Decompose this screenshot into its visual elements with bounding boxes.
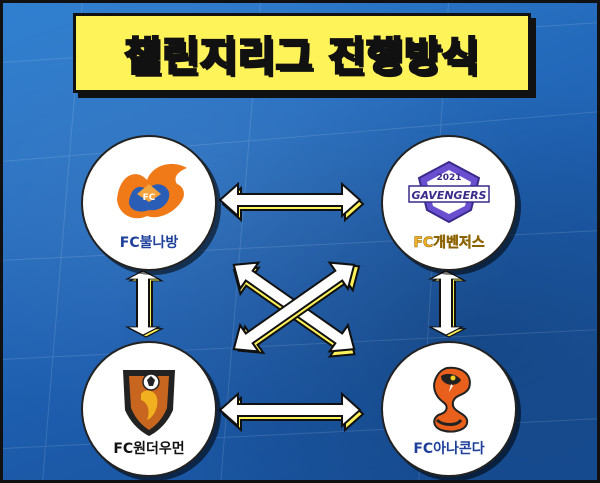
arrow-diagonal-down — [223, 250, 365, 369]
team-label-gaevengers: FC개벤저스 — [413, 235, 485, 252]
team-label-bulnabang: FC불나방 — [119, 235, 179, 251]
team-node-wonderwoman: FC원더우먼 — [81, 341, 217, 477]
shield-soccer-logo-icon — [123, 370, 175, 436]
logo-year: 2021 — [436, 173, 461, 183]
team-node-gaevengers: 2021 GAVENGERS FC개벤저스 — [381, 135, 517, 271]
arrow-top — [219, 183, 364, 221]
page-title: 챌린지리그 진행방식 — [123, 33, 480, 82]
arrow-bottom — [219, 393, 364, 431]
team-label-wonderwoman: FC원더우먼 — [113, 441, 185, 457]
arrow-diagonal-up — [223, 250, 370, 365]
arrow-right — [429, 269, 466, 339]
team-label-anaconda: FC아나콘다 — [413, 441, 485, 457]
svg-text:FC: FC — [143, 193, 156, 203]
moth-flame-logo-icon: FC — [117, 164, 187, 219]
team-node-bulnabang: FC FC불나방 — [81, 135, 217, 271]
team-node-anaconda: FC아나콘다 — [381, 341, 517, 477]
gavengers-logo-icon: 2021 GAVENGERS — [408, 160, 490, 224]
title-banner: 챌린지리그 진행방식 — [73, 13, 531, 93]
snake-logo-icon — [433, 366, 471, 433]
logo-wordmark: GAVENGERS — [412, 189, 487, 202]
arrow-left — [126, 269, 163, 339]
